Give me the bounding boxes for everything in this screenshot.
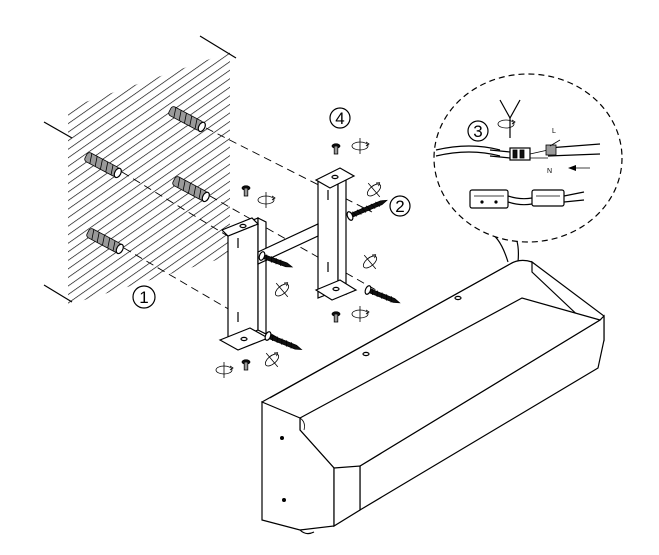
screwdriver-icon <box>499 99 521 138</box>
rotate-arrow-icon <box>351 138 370 154</box>
wall-plug-icon <box>84 152 122 179</box>
mounting-bracket-right <box>314 167 358 301</box>
screw-icon <box>364 285 401 304</box>
screw-icon <box>264 331 303 350</box>
bolt-icon <box>241 359 251 371</box>
rotate-arrow-icon <box>215 362 234 378</box>
bolt-icon <box>331 311 341 323</box>
step-labels: 4 2 1 <box>132 107 411 309</box>
rotate-arrow-icon <box>264 352 280 368</box>
step-1-label: 1 <box>132 285 156 309</box>
wiring-detail-callout: 3 L N <box>433 73 623 263</box>
bolt-icon <box>241 185 251 197</box>
terminal-block-icon <box>509 147 549 161</box>
step-4-label: 4 <box>329 107 351 129</box>
wall-plugs <box>84 106 210 255</box>
step-2-label: 2 <box>389 195 411 217</box>
wall-plug-icon <box>172 176 210 203</box>
rotate-arrow-icon <box>362 254 378 270</box>
rotate-arrow-icon <box>274 282 290 298</box>
rotate-arrow-icon <box>257 192 276 208</box>
wall-plug-icon <box>168 106 206 133</box>
rotate-arrow-icon <box>366 182 382 198</box>
screw-icon <box>258 251 294 268</box>
connector-assembly-icon <box>469 189 585 209</box>
bolt-icon <box>331 143 341 155</box>
step3-circle-label: 3 <box>473 122 482 141</box>
svg-text:2: 2 <box>395 197 404 216</box>
wire-neutral-label: N <box>547 168 552 175</box>
rotate-arrow-icon <box>351 306 370 322</box>
wall-plug-icon <box>86 228 124 255</box>
svg-text:1: 1 <box>139 288 148 307</box>
mounting-bracket-left <box>218 217 270 351</box>
small-bolts <box>241 143 341 371</box>
screw-icon <box>346 199 388 221</box>
bracket-crossbar <box>257 223 319 265</box>
step-3-circle <box>467 120 489 142</box>
wire-live-label: L <box>552 128 556 135</box>
wall <box>43 35 237 305</box>
appliance-housing <box>260 259 605 535</box>
svg-text:4: 4 <box>335 109 344 128</box>
rotate-arrow-icon <box>497 119 516 129</box>
rotation-arrows <box>215 138 382 378</box>
screws <box>258 199 401 350</box>
